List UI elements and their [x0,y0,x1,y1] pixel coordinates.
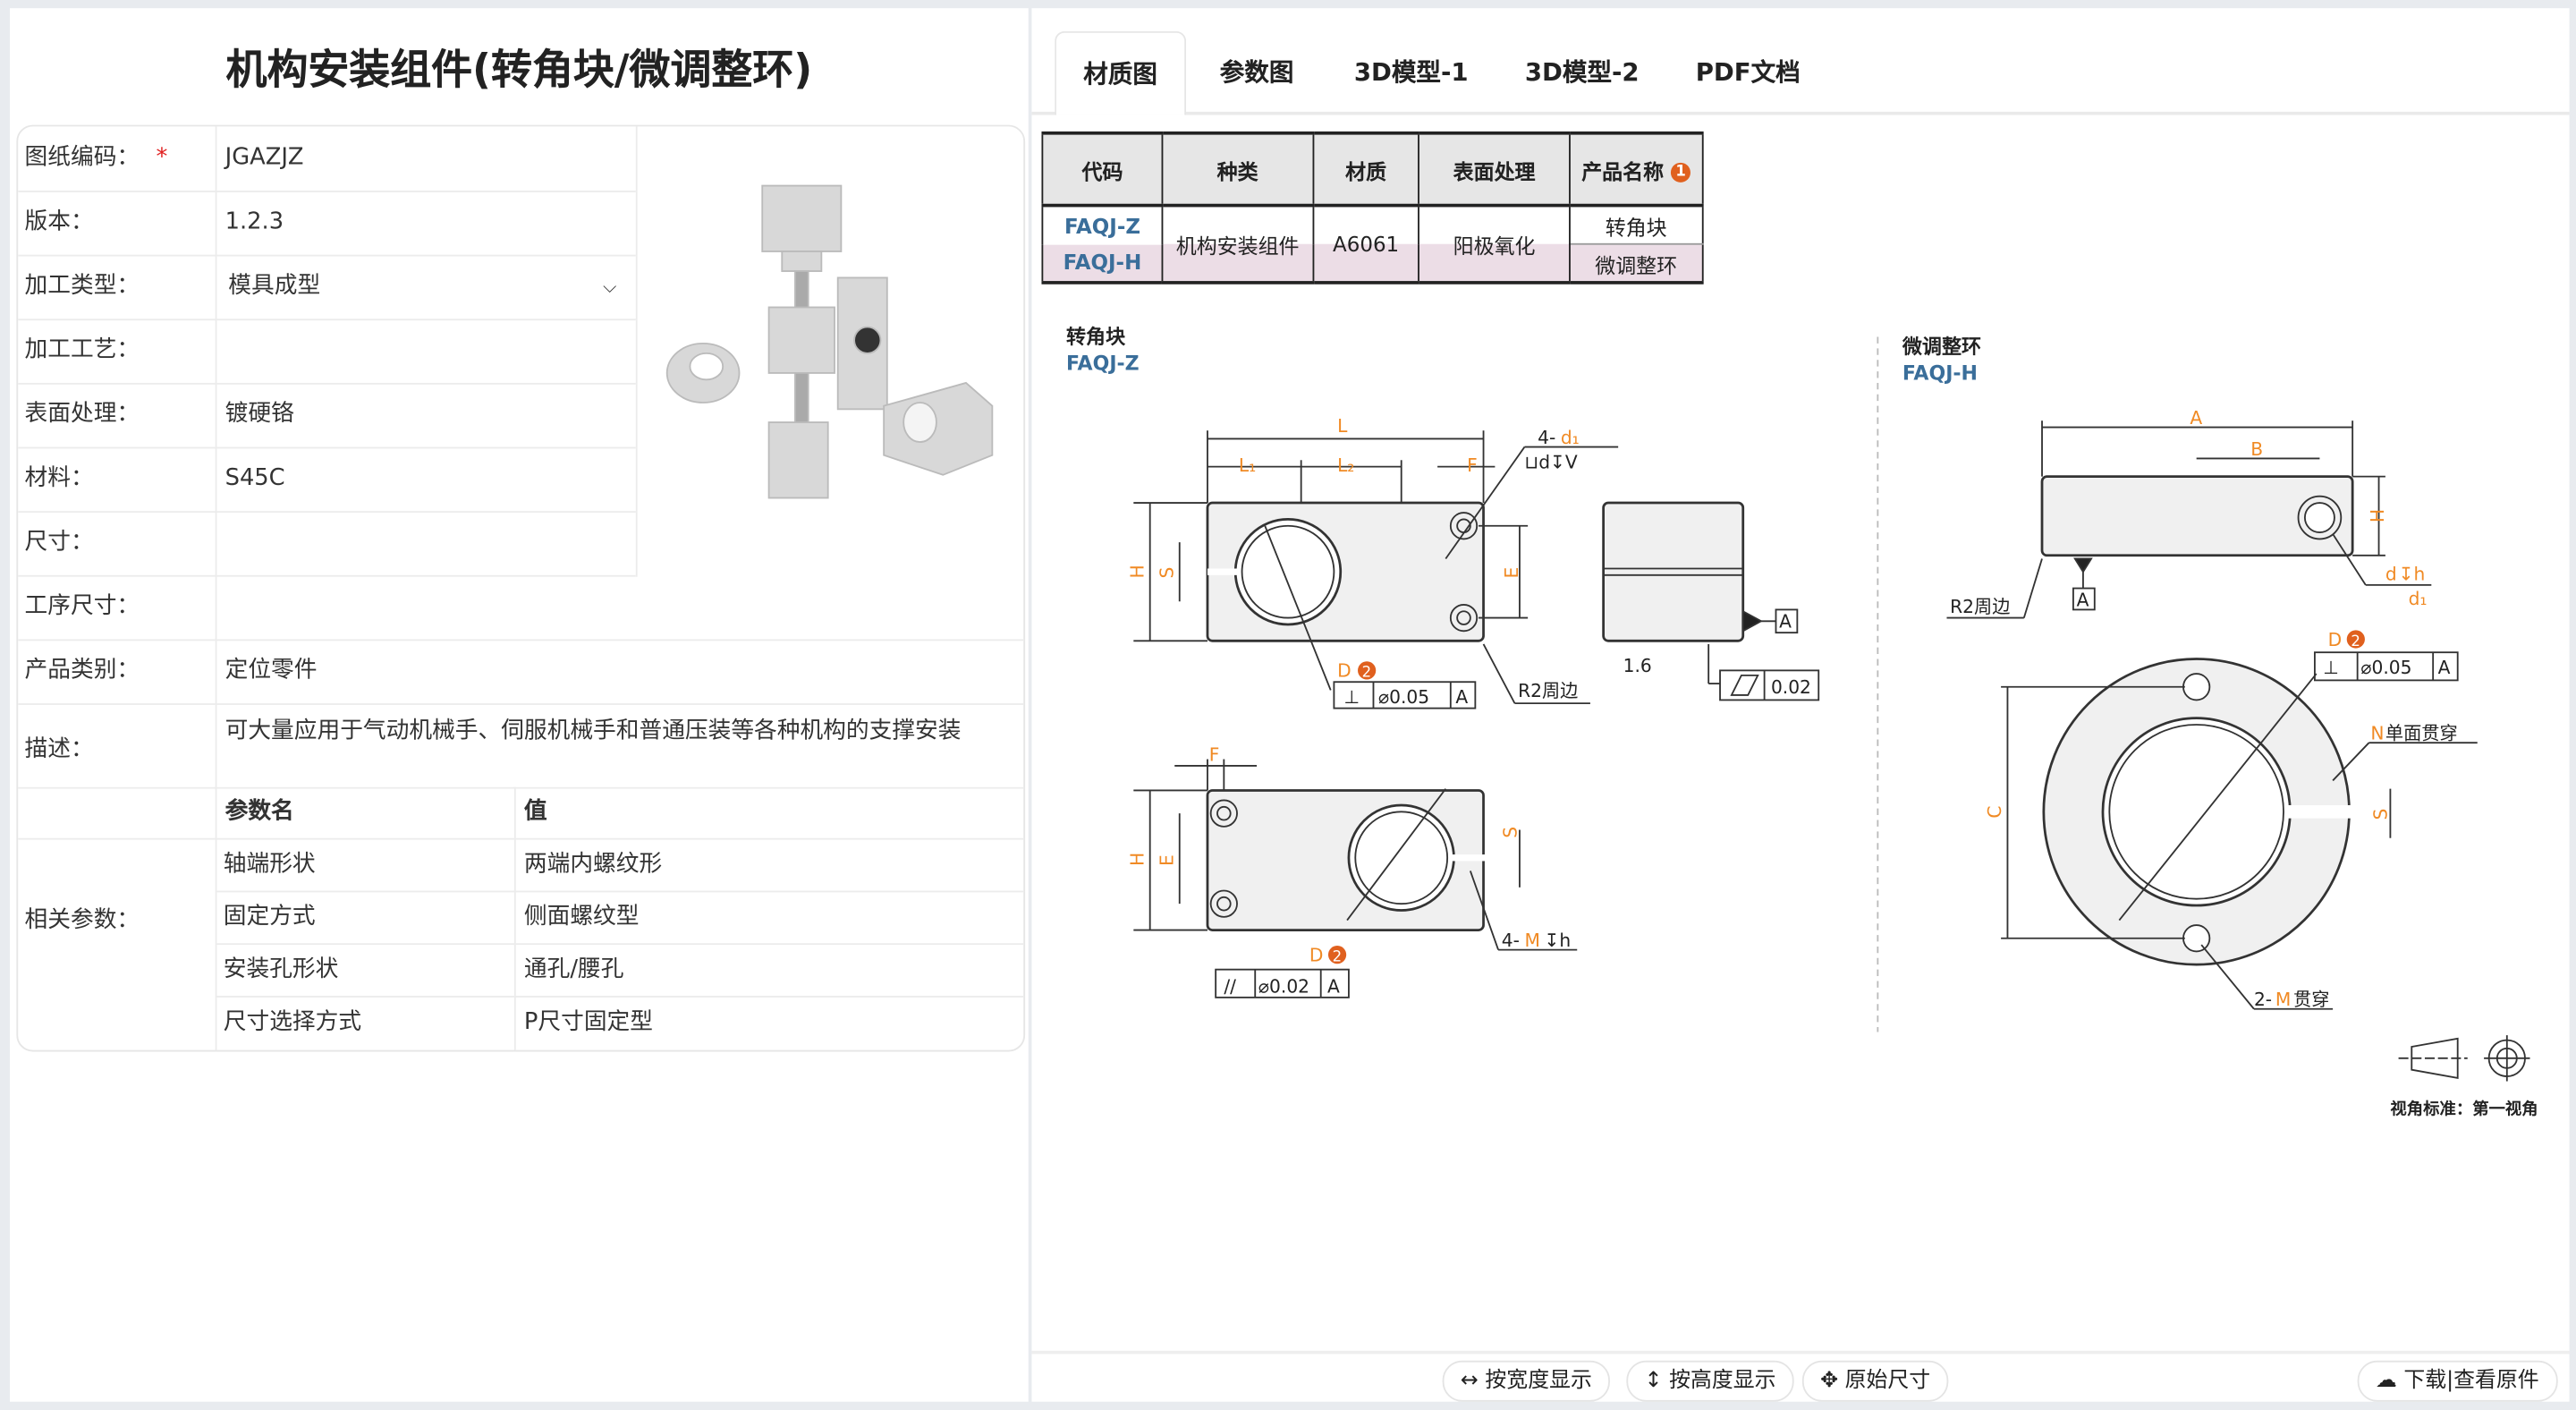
field-category: 产品类别：定位零件 [18,639,1024,705]
field-drawing-code: 图纸编码：* JGAZJZ [18,126,636,192]
move-icon: ✥ [1820,1368,1845,1394]
param-row: 轴端形状两端内螺纹形 [216,838,1024,893]
tab-3d-model-1[interactable]: 3D模型-1 [1353,57,1469,88]
original-size-button[interactable]: ✥ 原始尺寸 [1801,1360,1949,1402]
params-label: 相关参数： [24,906,140,934]
property-table: 图纸编码：* JGAZJZ 版本：1.2.3 加工类型： 模具成型 ⌵ 加工工艺… [16,124,1026,1052]
required-mark: * [156,144,168,172]
fit-height-button[interactable]: ↕ 按高度显示 [1626,1360,1794,1402]
right-panel: 材质图 参数图 3D模型-1 3D模型-2 PDF文档 代码 种类 材质 表面处… [1031,8,2570,1402]
fit-width-button[interactable]: ↔ 按宽度显示 [1442,1360,1611,1402]
process-type-select[interactable]: 模具成型 [228,272,321,300]
download-button[interactable]: ☁ 下载|查看原件 [2357,1360,2557,1402]
field-size: 尺寸： [18,511,636,577]
left-panel: 机构安装组件(转角块/微调整环) 图纸编码：* JGAZJZ 版本：1.2.3 … [10,8,1029,1402]
page-title: 机构安装组件(转角块/微调整环) [225,46,813,94]
field-version: 版本：1.2.3 [18,191,636,257]
param-row: 固定方式侧面螺纹型 [216,890,1024,946]
tab-pdf[interactable]: PDF文档 [1695,57,1801,88]
tab-3d-model-2[interactable]: 3D模型-2 [1524,57,1640,88]
field-material: 材料：S45C [18,447,636,514]
field-process-type: 加工类型： 模具成型 ⌵ [18,255,636,321]
arrows-vertical-icon: ↕ [1644,1368,1670,1394]
note-badge: 1 [1671,162,1691,183]
spec-table: 代码 种类 材质 表面处理 产品名称 1 FAQJ-Z 机构安装组件 A6061… [1041,131,1704,285]
tab-material[interactable]: 材质图 [1055,30,1187,115]
tab-parameters[interactable]: 参数图 [1219,57,1294,88]
field-process-size: 工序尺寸： [18,575,1024,641]
param-row: 安装孔形状通孔/腰孔 [216,943,1024,998]
arrows-horizontal-icon: ↔ [1460,1368,1486,1394]
params-header: 参数名值 [18,787,1024,840]
bottom-toolbar: ↔ 按宽度显示 ↕ 按高度显示 ✥ 原始尺寸 ☁ 下载|查看原件 [1031,1350,2570,1406]
field-process-craft: 加工工艺： [18,319,636,385]
product-image [635,126,1023,577]
field-surface: 表面处理：镀硬铬 [18,383,636,449]
cloud-download-icon: ☁ [2375,1368,2404,1394]
field-description: 描述： 可大量应用于气动机械手、伺服机械手和普通压装等各种机构的支撑安装 [18,703,1024,789]
chevron-down-icon[interactable]: ⌵ [603,276,617,298]
